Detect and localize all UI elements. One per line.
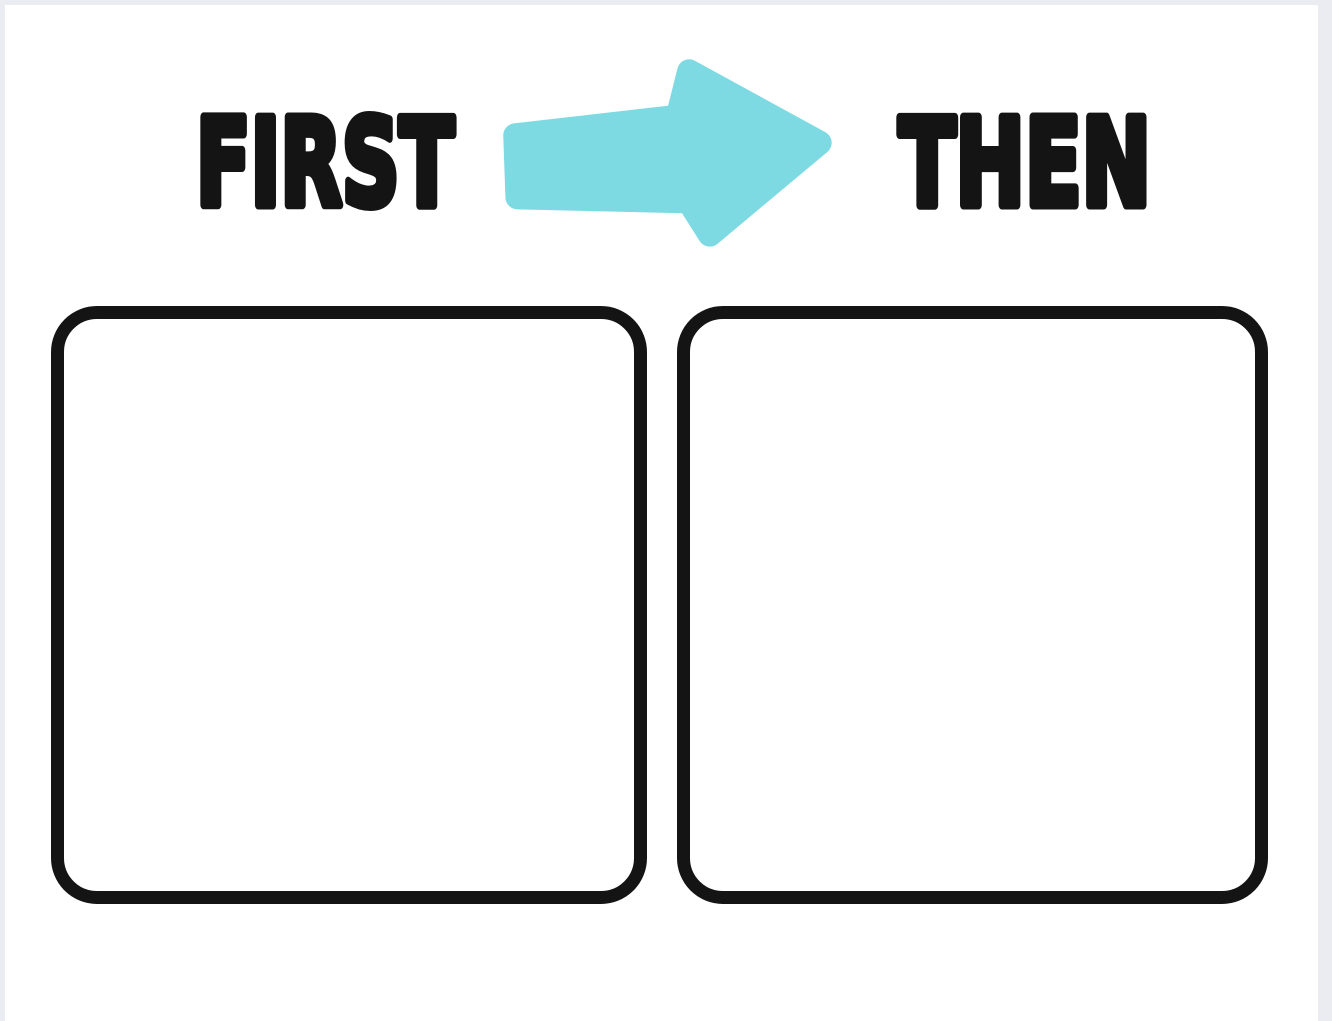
- then-box: [677, 306, 1268, 904]
- arrow-right-shape: [503, 59, 832, 247]
- then-heading: THEN: [895, 91, 1156, 239]
- then-label: THEN: [899, 95, 1151, 234]
- first-box: [51, 306, 647, 904]
- first-heading: FIRST: [192, 91, 459, 239]
- arrow-right-icon: [503, 59, 832, 247]
- first-label: FIRST: [196, 95, 454, 234]
